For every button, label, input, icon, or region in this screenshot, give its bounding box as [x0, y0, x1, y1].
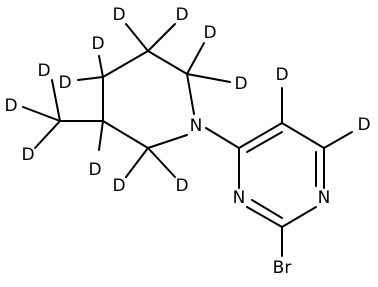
atom-d-c2-a: D	[112, 176, 125, 196]
atom-d-c3: D	[88, 160, 101, 180]
bond-c6-d-a	[186, 42, 205, 75]
atom-d-c5-b: D	[175, 5, 188, 25]
bond-c2-d-a	[125, 147, 149, 178]
bond-c5-d-b	[147, 23, 176, 52]
atom-d-c6-b: D	[234, 74, 247, 94]
atom-d-pyr-6: D	[357, 115, 370, 135]
atom-labels: N N N Br D D D D D D D D D D D D D D	[4, 5, 370, 278]
atom-br: Br	[273, 258, 292, 278]
bond-n1-c2-pyr	[281, 206, 317, 228]
bond-n1-c2	[147, 134, 188, 149]
bond-c6-d-pyr	[323, 131, 353, 149]
bond-c4-c5	[102, 50, 149, 78]
bond-c5-c6	[147, 50, 188, 75]
bond-methyl-d-3	[34, 120, 61, 149]
atom-n-pyrimidine-3: N	[233, 188, 246, 208]
atom-d-c2-b: D	[175, 176, 188, 196]
bonds	[22, 23, 353, 257]
atom-d-methyl-1: D	[37, 61, 50, 81]
atom-n-pyrimidine-1: N	[318, 188, 331, 208]
atom-d-methyl-2: D	[4, 96, 17, 116]
bond-c5-c6-pyr	[281, 122, 325, 149]
bond-c4-d-a	[98, 55, 104, 78]
atom-d-c4-b: D	[58, 73, 71, 93]
atom-n-piperidine: N	[190, 116, 203, 136]
atom-d-c4-a: D	[91, 34, 104, 54]
bond-methyl-d-1	[51, 79, 61, 122]
bond-methyl-d-2	[22, 106, 61, 122]
bond-c6-d-b	[186, 73, 231, 83]
bond-c2-n3-pyr-inner	[251, 199, 283, 219]
atom-d-c5-a: D	[112, 5, 125, 25]
bond-c4-d-b	[77, 76, 104, 81]
bond-c5-d-a	[125, 23, 149, 52]
bond-c3-d	[98, 120, 104, 151]
bond-c2-d-b	[147, 147, 176, 178]
bond-c2-n3-pyr	[246, 206, 283, 228]
atom-d-methyl-3: D	[21, 145, 34, 165]
atom-d-c6-a: D	[203, 23, 216, 43]
bond-c4-c5-pyr-inner	[246, 131, 283, 153]
bond-n1-c4pyr	[205, 127, 240, 149]
atom-d-pyr-5: D	[275, 65, 288, 85]
bond-c2-c3	[102, 120, 149, 149]
bond-c4-c5-pyr	[238, 122, 283, 149]
bond-c6-n1	[186, 73, 195, 115]
